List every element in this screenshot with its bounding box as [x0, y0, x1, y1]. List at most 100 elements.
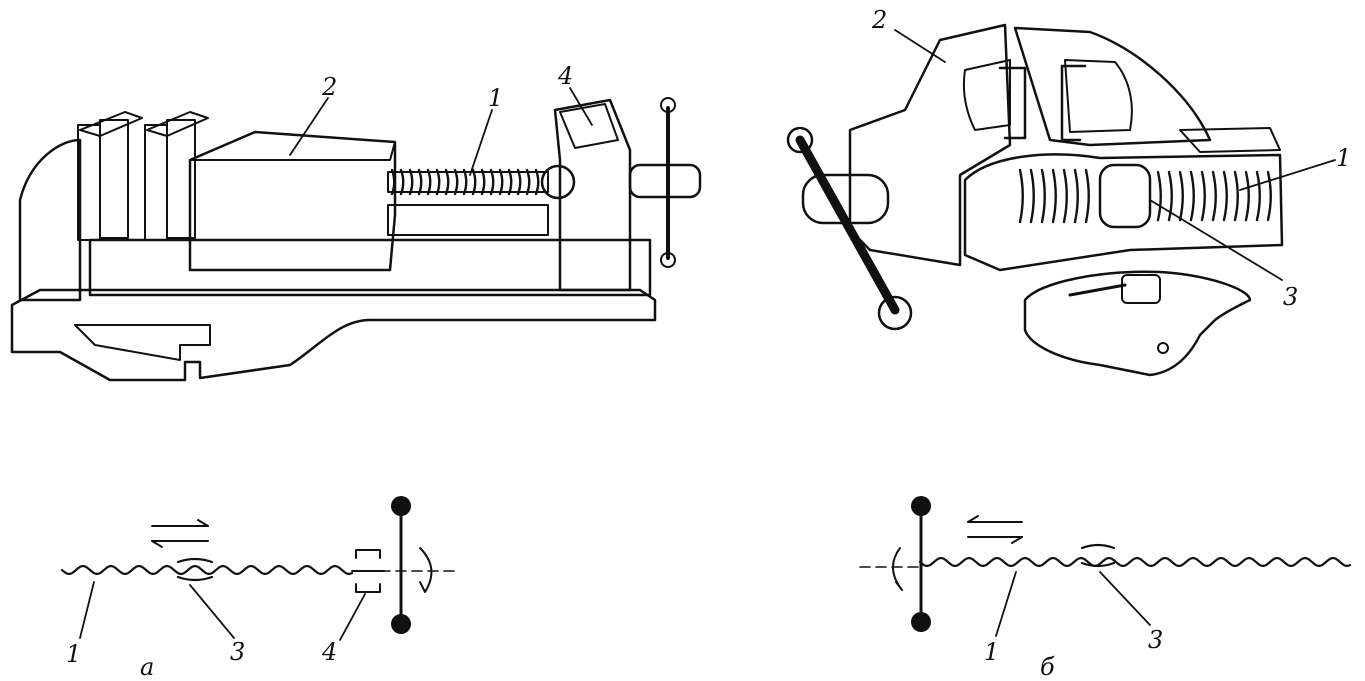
thread-coil	[444, 168, 450, 196]
thread-coil	[453, 168, 459, 196]
scheme-a-bearing	[351, 549, 385, 593]
fixed-jaw-head	[1013, 26, 1212, 147]
thread-coil	[1233, 170, 1239, 222]
thread-coil	[390, 168, 396, 196]
label-screw: 1	[488, 84, 503, 112]
label-bench-jaw: 2	[871, 6, 887, 34]
thread-coil	[408, 168, 414, 196]
scheme-a-label-screw: 1	[66, 640, 81, 668]
base-clamp-bolt	[1121, 274, 1161, 304]
thread-coil	[1189, 170, 1195, 222]
scheme-b-leader-1	[995, 571, 1017, 637]
scheme-a-arrowhead-left	[151, 540, 163, 548]
label-movable-jaw: 2	[321, 73, 337, 101]
fixed-jaw-plate-inner	[99, 119, 129, 239]
scheme-b-label-nut: 3	[1148, 626, 1163, 654]
thread-coil	[1018, 168, 1024, 224]
leader-1	[469, 109, 493, 176]
thread-coil	[1255, 170, 1261, 222]
scheme-b: 1 3 б	[859, 496, 1352, 681]
leader-bench-3	[1149, 199, 1283, 281]
scheme-a-nut-arc-top	[176, 557, 214, 564]
bench-vise-illustration: 2 1 3	[786, 6, 1351, 377]
label-bench-nut: 3	[1283, 283, 1298, 311]
lead-screw	[387, 168, 549, 236]
leader-bench-2	[894, 29, 946, 63]
handle-hub	[628, 163, 702, 199]
bench-screw-thread	[1018, 168, 1272, 224]
thread-coil	[462, 168, 468, 196]
bench-nut	[1098, 163, 1152, 229]
scheme-a-screw-line	[60, 565, 354, 575]
thread-coil	[507, 168, 513, 196]
jaw-insert-right	[1060, 64, 1087, 142]
screw-thread	[390, 168, 540, 196]
movable-jaw-plate-inner	[166, 119, 196, 239]
thread-coil	[534, 168, 540, 196]
scheme-b-rotation-arrow	[892, 547, 903, 591]
scheme-b-label-screw: 1	[984, 638, 999, 666]
thread-coil	[1211, 170, 1217, 222]
thread-coil	[1040, 168, 1046, 224]
leader-2	[289, 97, 329, 156]
scheme-b-handle-knob-bottom	[911, 612, 931, 632]
base-clamp-lever	[1068, 283, 1127, 297]
handle-knob-bottom	[660, 252, 676, 268]
thread-coil	[1266, 170, 1272, 222]
rear-bracket-top	[559, 103, 619, 149]
scheme-a-label-nut: 3	[230, 638, 245, 666]
thread-coil	[1178, 170, 1184, 222]
leader-bench-1	[1239, 159, 1336, 191]
scheme-b-screw-line	[918, 557, 1352, 567]
movable-jaw-block	[188, 130, 397, 272]
scheme-a-leader-1	[79, 581, 95, 639]
scheme-a-leader-3	[189, 584, 235, 639]
screw-housing	[963, 153, 1284, 272]
thread-coil	[489, 168, 495, 196]
bench-handle-bar	[795, 135, 900, 315]
thread-coil	[498, 168, 504, 196]
screw-slot	[387, 204, 549, 236]
scheme-a-caption: а	[140, 653, 154, 681]
jaw-plate-right	[1064, 59, 1133, 133]
thread-coil	[417, 168, 423, 196]
thread-coil	[399, 168, 405, 196]
bench-handle-knob-top	[786, 126, 814, 154]
scheme-a: 1 3 4 а	[60, 496, 459, 681]
scheme-b-caption: б	[1040, 653, 1055, 681]
screw-rod	[387, 171, 549, 193]
jaw-plate-left	[962, 59, 1011, 131]
scheme-a-nut-arc-bottom	[176, 575, 214, 582]
thread-coil	[1222, 170, 1228, 222]
movable-jaw-plate-outer	[144, 124, 168, 241]
scheme-a-arrowhead-right	[197, 519, 209, 527]
scheme-a-handle-knob-bottom	[391, 614, 411, 634]
fixed-jaw-body	[18, 138, 82, 302]
thread-coil	[435, 168, 441, 196]
scheme-a-label-bearing: 4	[321, 638, 337, 666]
label-bench-screw: 1	[1336, 144, 1351, 172]
swivel-base	[1023, 270, 1252, 377]
base-slot	[74, 324, 211, 361]
leader-4	[569, 87, 593, 126]
jaw-insert-left	[998, 66, 1027, 140]
scheme-b-arrowhead-right	[1011, 536, 1023, 544]
thread-coil	[1029, 168, 1035, 224]
scheme-a-rotation-arrow	[419, 547, 433, 593]
thread-coil	[1062, 168, 1068, 224]
scheme-b-leader-3	[1099, 571, 1151, 626]
scheme-b-arrowhead-left	[967, 515, 979, 523]
guide-rail	[88, 238, 652, 297]
machine-vise-illustration: 2 1 4	[10, 62, 702, 382]
scheme-b-handle-knob-top	[911, 496, 931, 516]
scheme-b-nut-arc-bottom	[1080, 561, 1116, 568]
screw-nut	[540, 164, 576, 200]
base-bolt-hole	[1157, 342, 1169, 354]
scheme-b-nut-arc-top	[1080, 543, 1116, 550]
thread-coil	[480, 168, 486, 196]
thread-coil	[1084, 168, 1090, 224]
fixed-jaw-plate-outer	[77, 124, 101, 241]
thread-coil	[516, 168, 522, 196]
thread-coil	[1051, 168, 1057, 224]
